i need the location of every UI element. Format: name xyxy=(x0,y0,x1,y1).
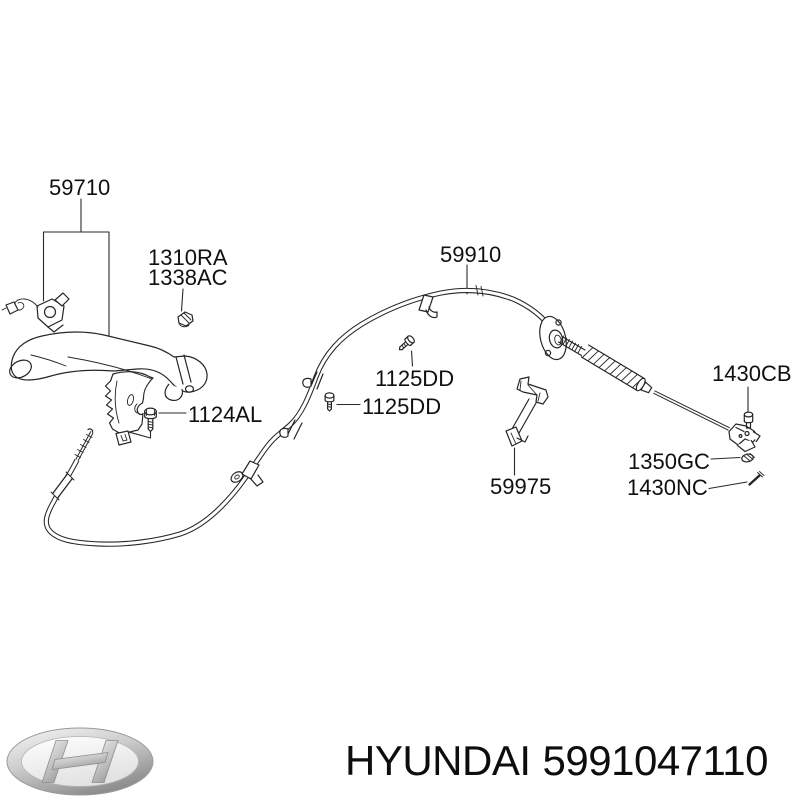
switch-wire xyxy=(14,298,39,311)
leader-59710 xyxy=(42,198,110,340)
leader-1125dd-upper xyxy=(410,350,414,367)
part-label-59710: 59710 xyxy=(49,175,110,200)
bolt-1125dd-upper-drawing xyxy=(398,335,415,351)
warning-switch-drawing xyxy=(1,292,70,333)
part-label-1125DD-lower: 1125DD xyxy=(362,394,441,419)
bolt-1125dd-lower-drawing xyxy=(324,392,335,412)
footer: HYUNDAI 5991047110 xyxy=(6,727,769,796)
equalizer-bracket-drawing xyxy=(728,423,761,453)
leader-1430nc xyxy=(708,481,748,490)
cable-band-clamp-lower xyxy=(241,460,264,487)
part-label-1125DD-upper: 1125DD xyxy=(375,366,454,391)
part-label-1350GC: 1350GC xyxy=(628,449,710,474)
brand-text: HYUNDAI xyxy=(345,737,531,784)
cable-band-clamp-mid xyxy=(279,419,303,440)
part-label-1338AC: 1338AC xyxy=(148,265,228,290)
leader-1350gc xyxy=(710,456,741,460)
cable-threaded-end xyxy=(74,428,94,461)
part-label-1310RA: 1310RA xyxy=(148,245,228,270)
cable-bracket-59975-drawing xyxy=(505,376,549,447)
parking-brake-cable-drawing xyxy=(43,285,761,547)
lever-mounting-bracket-drawing xyxy=(104,371,154,446)
nut-1310ra-drawing xyxy=(177,311,194,328)
cable-sleeve-marks xyxy=(475,285,484,297)
part-label-1430NC: 1430NC xyxy=(627,475,708,500)
part-label-59910: 59910 xyxy=(440,242,501,267)
fasteners xyxy=(144,311,765,486)
cable-rod-inner xyxy=(653,391,730,430)
part-label-1124AL: 1124AL xyxy=(188,402,262,427)
part-label-59975: 59975 xyxy=(490,474,551,499)
switch-connector xyxy=(5,301,19,315)
parking-brake-lever-drawing xyxy=(9,331,208,401)
bolt-1124al-drawing xyxy=(144,407,157,433)
cable-sleeve xyxy=(50,471,75,501)
leader-lines xyxy=(42,198,749,490)
footer-part-text: HYUNDAI 5991047110 xyxy=(345,737,768,784)
part-number-text: 5991047110 xyxy=(543,737,768,784)
cable-clamp-1125dd-lower xyxy=(302,371,324,390)
cable-spring-drawing xyxy=(580,344,653,394)
cable-threaded-section xyxy=(557,335,586,357)
hyundai-logo xyxy=(6,727,154,796)
bolt-1430cb-drawing xyxy=(743,411,754,429)
pin-1430nc-drawing xyxy=(748,471,765,486)
part-label-1430CB: 1430CB xyxy=(712,361,792,386)
grommet-flange-drawing xyxy=(539,315,567,361)
cable-clamp-1125dd-upper xyxy=(418,294,438,319)
parking-brake-lever-assembly xyxy=(1,292,208,446)
clip-1350gc-drawing xyxy=(741,453,755,463)
hyundai-h-glyph xyxy=(41,740,119,783)
leader-1310ra xyxy=(180,288,184,312)
